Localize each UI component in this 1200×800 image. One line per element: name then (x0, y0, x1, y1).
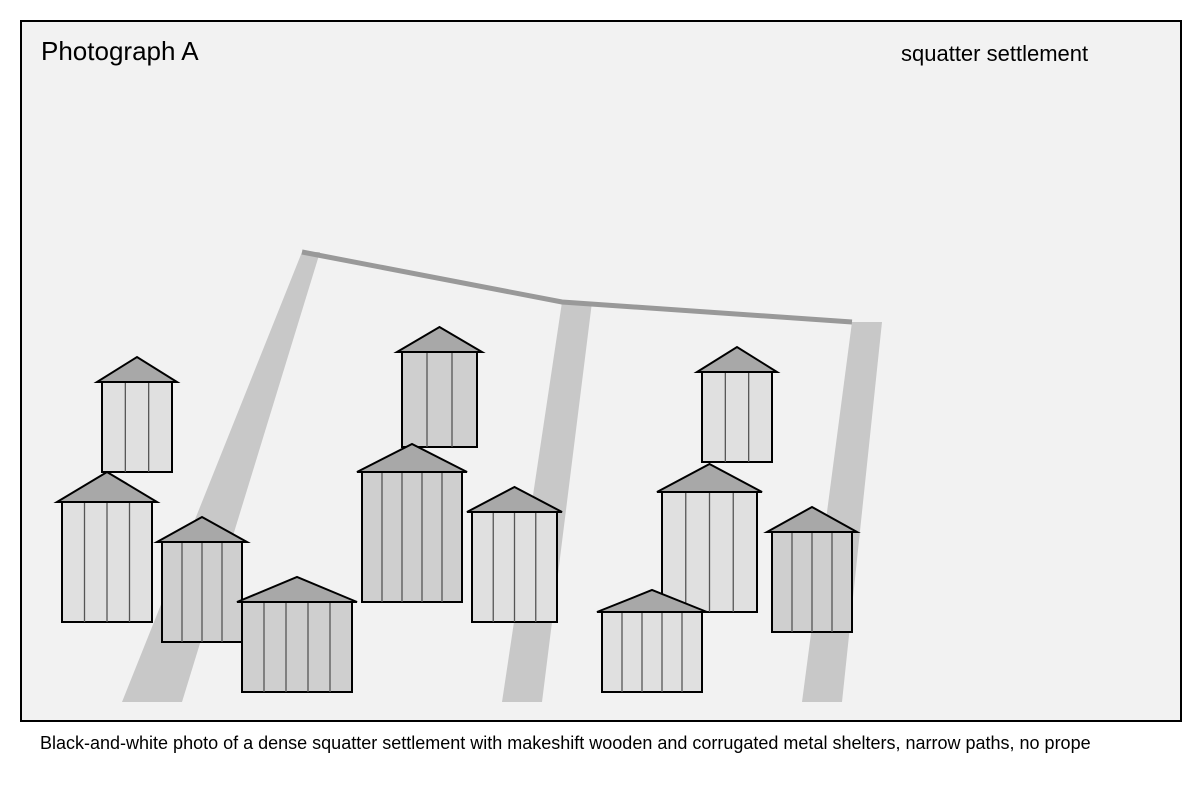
shack-wall (601, 611, 703, 693)
shack-10 (596, 588, 708, 693)
shack-wall (701, 371, 773, 463)
shack-roof (393, 325, 486, 353)
shack-6 (356, 442, 468, 603)
shack-roof (93, 355, 181, 383)
shack-5 (393, 325, 486, 448)
shack-wall (241, 601, 353, 693)
shack-3 (153, 515, 251, 643)
shack-roof (236, 575, 358, 603)
photograph-title: Photograph A (41, 36, 199, 66)
photograph-caption: Black-and-white photo of a dense squatte… (40, 733, 1091, 753)
shack-roof (466, 485, 563, 513)
photograph-frame: Photograph A squatter settlement (20, 20, 1182, 722)
shack-roof (153, 515, 251, 543)
shack-roof (596, 588, 708, 613)
shack-4 (236, 575, 358, 693)
shack-roof (356, 442, 468, 473)
shack-roof (763, 505, 861, 533)
shack-roof (53, 470, 161, 503)
shack-1 (93, 355, 181, 473)
shack-roof (693, 345, 781, 373)
settlement-illustration (53, 249, 882, 702)
shack-roof (656, 462, 763, 493)
shack-wall (361, 471, 463, 603)
photograph-label: squatter settlement (901, 41, 1089, 66)
shack-2 (53, 470, 161, 623)
shack-9 (656, 462, 763, 613)
overhead-wire (301, 249, 853, 325)
shack-wall (401, 351, 478, 448)
shack-wall (101, 381, 173, 473)
shack-7 (466, 485, 563, 623)
shack-11 (763, 505, 861, 633)
shack-8 (693, 345, 781, 463)
